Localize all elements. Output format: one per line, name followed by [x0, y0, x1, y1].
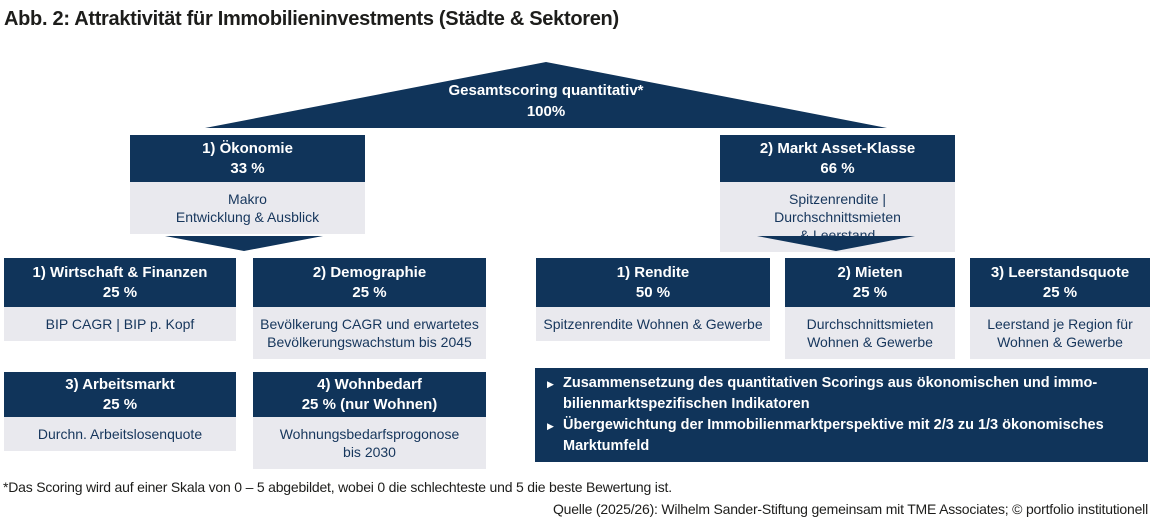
- node-oekonomie-header: 1) Ökonomie 33 %: [130, 135, 365, 182]
- node-rendite-header: 1) Rendite 50 %: [536, 258, 770, 307]
- node-rendite: 1) Rendite 50 % Spitzenrendite Wohnen & …: [536, 258, 770, 341]
- node-title: 3) Arbeitsmarkt: [65, 375, 175, 393]
- node-markt-asset-klasse: 2) Markt Asset-Klasse 66 % Spitzenrendit…: [720, 135, 955, 252]
- node-leerstand-desc: Leerstand je Region für Wohnen & Gewerbe: [970, 307, 1150, 359]
- node-title: 1) Rendite: [616, 263, 690, 281]
- node-title: 2) Demographie: [312, 263, 427, 281]
- node-mieten: 2) Mieten 25 % Durchschnittsmieten Wohne…: [785, 258, 955, 359]
- node-weight: 50 %: [635, 283, 671, 301]
- notes-callout: ▶ Zusammensetzung des quantitativen Scor…: [535, 368, 1148, 462]
- source-credit: Quelle (2025/26): Wilhelm Sander-Stiftun…: [552, 501, 1148, 517]
- node-title: 4) Wohnbedarf: [317, 375, 422, 393]
- node-wirtschaft-desc: BIP CAGR | BIP p. Kopf: [4, 307, 236, 341]
- node-demographie-header: 2) Demographie 25 %: [253, 258, 486, 307]
- node-wirtschaft-header: 1) Wirtschaft & Finanzen 25 %: [4, 258, 236, 307]
- node-title: 2) Mieten: [837, 263, 903, 281]
- node-wohnbedarf-desc: Wohnungsbedarfsprogonose bis 2030: [253, 417, 486, 469]
- node-title: 3) Leerstandsquote: [990, 263, 1130, 281]
- node-arbeitsmarkt-header: 3) Arbeitsmarkt 25 %: [4, 372, 236, 417]
- node-oekonomie-desc: Makro Entwicklung & Ausblick: [130, 182, 365, 234]
- scale-footnote: *Das Scoring wird auf einer Skala von 0 …: [3, 479, 672, 495]
- node-weight: 25 %: [352, 283, 387, 301]
- node-leerstandsquote: 3) Leerstandsquote 25 % Leerstand je Reg…: [970, 258, 1150, 359]
- node-weight: 25 % (nur Wohnen): [301, 395, 438, 413]
- node-weight: 25 %: [102, 395, 138, 413]
- node-title: 2) Markt Asset-Klasse: [759, 139, 916, 157]
- node-rendite-desc: Spitzenrendite Wohnen & Gewerbe: [536, 307, 770, 341]
- arrow-down-left: [165, 236, 323, 251]
- triangle-right-icon: ▶: [547, 421, 554, 431]
- note-text: Zusammensetzung des quantitativen Scorin…: [563, 375, 1098, 412]
- root-node-label: Gesamtscoring quantitativ* 100%: [448, 82, 644, 120]
- node-demographie-desc: Bevölkerung CAGR und erwartetes Bevölker…: [253, 307, 486, 359]
- node-mieten-header: 2) Mieten 25 %: [785, 258, 955, 307]
- node-weight: 25 %: [852, 283, 888, 301]
- node-weight: 33 %: [230, 159, 265, 177]
- note-text: Übergewichtung der Immobilienmarktperspe…: [563, 417, 1104, 454]
- node-arbeitsmarkt-desc: Durchn. Arbeitslosenquote: [4, 417, 236, 451]
- node-oekonomie: 1) Ökonomie 33 % Makro Entwicklung & Aus…: [130, 135, 365, 234]
- node-demographie: 2) Demographie 25 % Bevölkerung CAGR und…: [253, 258, 486, 359]
- node-wohnbedarf-header: 4) Wohnbedarf 25 % (nur Wohnen): [253, 372, 486, 417]
- node-title: 1) Wirtschaft & Finanzen: [32, 263, 208, 281]
- node-weight: 66 %: [820, 159, 855, 177]
- node-weight: 25 %: [1042, 283, 1078, 301]
- node-leerstand-header: 3) Leerstandsquote 25 %: [970, 258, 1150, 307]
- note-item: ▶ Übergewichtung der Immobilienmarktpers…: [547, 415, 1136, 457]
- node-wohnbedarf: 4) Wohnbedarf 25 % (nur Wohnen) Wohnungs…: [253, 372, 486, 469]
- node-mieten-desc: Durchschnittsmieten Wohnen & Gewerbe: [785, 307, 955, 359]
- node-markt-header: 2) Markt Asset-Klasse 66 %: [720, 135, 955, 182]
- figure-title: Abb. 2: Attraktivität für Immobilieninve…: [4, 8, 619, 30]
- node-weight: 25 %: [102, 283, 138, 301]
- note-item: ▶ Zusammensetzung des quantitativen Scor…: [547, 373, 1136, 415]
- node-title: 1) Ökonomie: [202, 139, 293, 157]
- node-arbeitsmarkt: 3) Arbeitsmarkt 25 % Durchn. Arbeitslose…: [4, 372, 236, 451]
- triangle-right-icon: ▶: [547, 379, 554, 389]
- node-wirtschaft-finanzen: 1) Wirtschaft & Finanzen 25 % BIP CAGR |…: [4, 258, 236, 341]
